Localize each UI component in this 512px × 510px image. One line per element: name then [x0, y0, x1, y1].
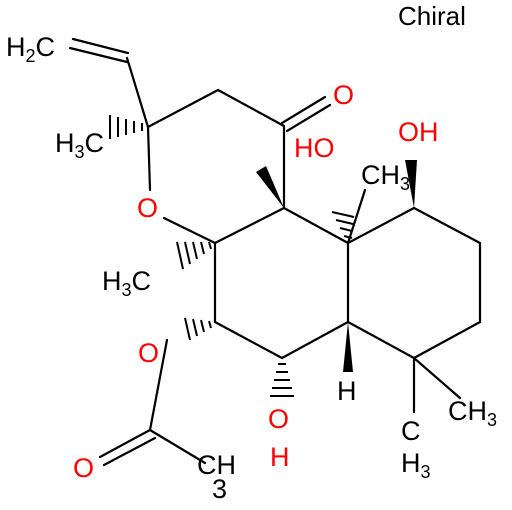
vinyl-to-c2-bond [125, 56, 150, 129]
hashed-wedge-c1-ester [184, 317, 212, 341]
label-vinyl-ch2: H2C [6, 32, 55, 66]
carbonyl-double-bond-1 [98, 428, 152, 459]
label-carbonyl-o: O [73, 453, 94, 483]
label-ring-o: O [137, 193, 158, 223]
label-ch3-gem-right: CH3 [448, 396, 497, 430]
acetyl-methyl-bond [148, 428, 207, 465]
c1-c2r-bond [213, 320, 284, 360]
label-oh-lower-o: O [268, 404, 289, 434]
label-oh-upper-mid: HO [294, 133, 335, 163]
c2-o-bond [146, 125, 152, 192]
solid-wedge-c8-oh [405, 160, 417, 208]
ketone-double-bond-1 [280, 95, 327, 125]
c5-c4r-bond [346, 320, 416, 360]
hashed-wedge-c2-methyl [109, 115, 143, 139]
carbonyl-double-bond-2 [102, 436, 157, 467]
c8a-c4a-bond [282, 206, 350, 245]
chirality-label: Chiral [398, 1, 466, 31]
c3-c4-bond [216, 88, 286, 128]
hashed-wedge-c2r-oh [270, 363, 294, 397]
vinyl-double-bond-1 [68, 46, 129, 64]
angular-methyl-mid-bond [346, 188, 367, 245]
ester-o-c-bond [148, 338, 169, 432]
label-oh-lower-h: H [270, 442, 290, 472]
label-ch3-quaternary-left: H3C [55, 128, 104, 162]
o-c10a-bond [162, 216, 217, 245]
c8-c7-bond [412, 206, 482, 245]
c6-c5-bond [412, 320, 482, 360]
vinyl-double-bond-2 [71, 37, 130, 55]
c2-c3-bond [146, 88, 220, 129]
label-ch3-gem-bottom-h: H3 [401, 448, 431, 482]
label-ch3-gem-bottom-c: C [401, 416, 421, 446]
label-acetyl-ch3-c: CH [197, 450, 236, 480]
label-oh-upper-right: OH [398, 117, 439, 147]
label-ch3-angular-mid: CH3 [361, 160, 410, 194]
c2r-c3r-bond [280, 320, 350, 360]
label-ch3-angular-left: H3C [102, 266, 151, 300]
gem-methyl-right-bond [412, 356, 462, 400]
label-acetyl-ch3-sub: 3 [212, 474, 227, 504]
c8a-c8-bond [346, 206, 416, 245]
ketone-double-bond-2 [285, 103, 332, 133]
c10a-c4a-bond [213, 206, 286, 245]
hashed-wedge-c10a-methyl [176, 241, 212, 270]
hashed-wedge-c8a-methyl [331, 211, 355, 239]
label-ketone-o: O [333, 80, 354, 110]
label-ester-o: O [138, 338, 159, 368]
solid-wedge-c3r-h [343, 322, 353, 372]
solid-wedge-c4a-oh [256, 166, 284, 208]
label-h-ring-fusion: H [337, 376, 357, 406]
